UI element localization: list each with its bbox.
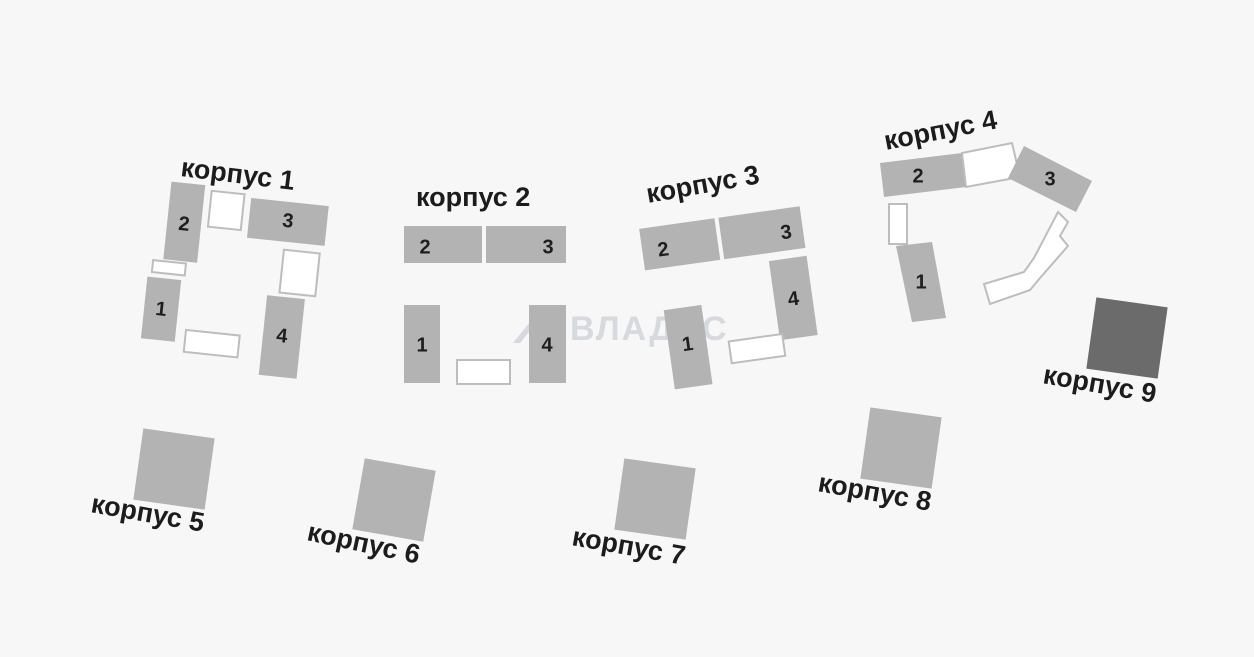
building-2-section-1-label: 1 bbox=[416, 334, 427, 356]
building-1-section-4-label: 4 bbox=[275, 325, 289, 348]
building-3-section-1[interactable] bbox=[663, 304, 713, 390]
building-1-section-1[interactable] bbox=[140, 276, 182, 342]
building-4-annex bbox=[960, 141, 1022, 189]
building-2-section-3[interactable] bbox=[486, 226, 566, 263]
building-4-annex bbox=[888, 203, 908, 245]
building-3-section-3-label: 3 bbox=[779, 221, 793, 244]
building-1-section-3[interactable] bbox=[246, 198, 329, 246]
building-2-section-1[interactable] bbox=[404, 305, 440, 383]
building-1-annex bbox=[182, 328, 241, 359]
building-1-section-4[interactable] bbox=[258, 295, 305, 379]
building-1-annex bbox=[206, 189, 246, 232]
building-7[interactable] bbox=[614, 458, 696, 540]
building-2-section-4-label: 4 bbox=[541, 334, 553, 356]
building-4-section-2-label: 2 bbox=[912, 165, 923, 187]
building-2-section-4[interactable] bbox=[529, 305, 566, 383]
building-4-section-1[interactable] bbox=[896, 242, 946, 322]
building-3-section-1-label: 1 bbox=[681, 333, 695, 356]
building-4-section-3[interactable] bbox=[1008, 146, 1092, 212]
building-4-section-1-label: 1 bbox=[915, 271, 926, 293]
building-5[interactable] bbox=[133, 428, 215, 510]
building-3[interactable]: 2 3 4 1 bbox=[639, 206, 822, 391]
building-3-label: корпус 3 bbox=[644, 160, 762, 209]
building-2[interactable]: 2 3 1 4 bbox=[404, 226, 566, 385]
building-3-section-2[interactable] bbox=[639, 218, 721, 271]
building-1-section-3-label: 3 bbox=[281, 210, 294, 233]
building-3-section-4-label: 4 bbox=[786, 288, 801, 311]
building-4-annex bbox=[982, 210, 1070, 306]
building-2-annex bbox=[456, 359, 511, 385]
building-4[interactable]: 2 3 1 bbox=[880, 141, 1092, 322]
building-8[interactable] bbox=[860, 407, 942, 489]
building-3-annex bbox=[727, 332, 787, 365]
building-4-section-3-label: 3 bbox=[1044, 168, 1055, 190]
building-1-section-2[interactable] bbox=[163, 181, 206, 263]
building-1-annex bbox=[150, 258, 188, 277]
building-1-section-1-label: 1 bbox=[154, 298, 167, 321]
building-6[interactable] bbox=[352, 458, 436, 542]
building-2-section-2-label: 2 bbox=[419, 236, 430, 258]
building-1-section-2-label: 2 bbox=[177, 213, 190, 236]
building-2-section-3-label: 3 bbox=[542, 236, 553, 258]
building-3-section-4[interactable] bbox=[768, 255, 818, 341]
building-9[interactable] bbox=[1086, 297, 1168, 379]
building-4-section-2[interactable] bbox=[880, 153, 966, 197]
building-1-annex bbox=[278, 248, 321, 298]
building-3-section-3[interactable] bbox=[718, 206, 806, 260]
building-2-section-2[interactable] bbox=[404, 226, 482, 263]
building-3-section-2-label: 2 bbox=[656, 238, 670, 261]
building-1[interactable]: 2 3 1 4 bbox=[138, 180, 329, 380]
building-2-label: корпус 2 bbox=[416, 182, 530, 212]
